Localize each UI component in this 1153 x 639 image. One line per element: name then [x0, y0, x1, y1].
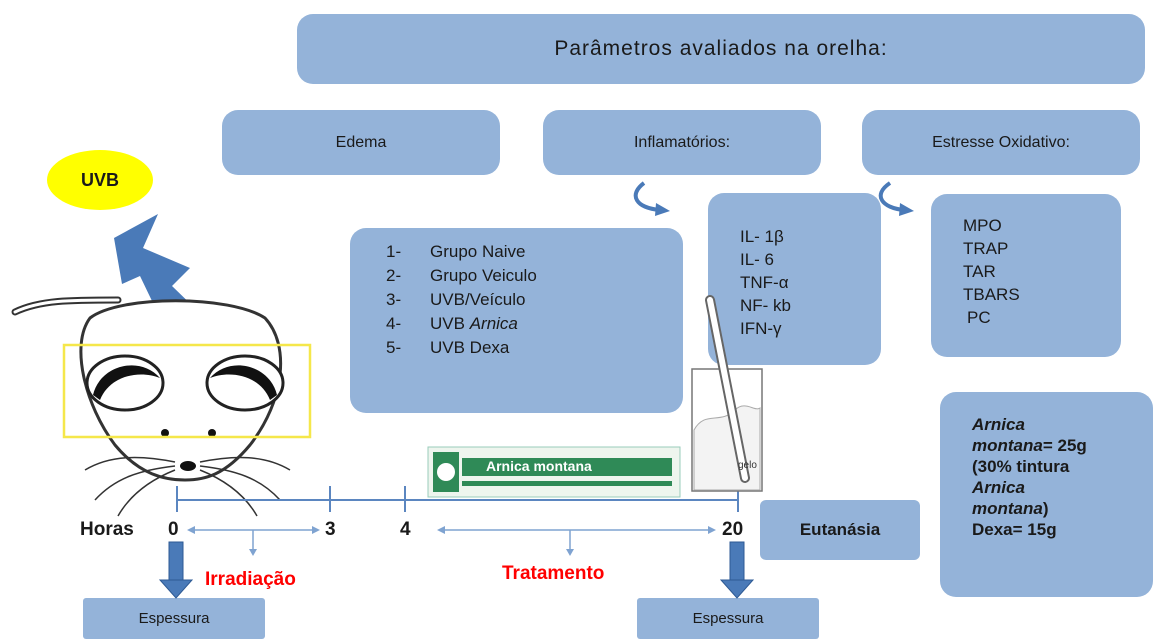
- timeline-tick-label-4: 4: [400, 519, 411, 540]
- espessura-label-left: Espessura: [138, 610, 210, 627]
- inflamatorios-label: Inflamatórios:: [633, 133, 731, 151]
- group-text: UVB Dexa: [430, 338, 510, 357]
- curved-arrow-icon-2: [878, 181, 905, 212]
- marker-trap: TRAP: [963, 239, 1009, 258]
- group-item: 5- UVB Dexa: [386, 336, 683, 360]
- lightning-bolt-icon: [114, 214, 233, 345]
- irradiacao-label: Irradiação: [205, 569, 296, 590]
- info-line4: Arnica: [972, 478, 1025, 497]
- page-title: Parâmetros avaliados na orelha:: [554, 37, 888, 60]
- estresse-label: Estresse Oxidativo:: [932, 133, 1070, 151]
- title-box: Parâmetros avaliados na orelha:: [297, 14, 1145, 84]
- gelo-label: gelo: [738, 460, 757, 471]
- groups-list: 1- Grupo Naive 2- Grupo Veiculo 3- UVB/Veícul…: [386, 240, 683, 360]
- oxidative-markers-box: MPO TRAP TAR TBARS PC: [931, 194, 1121, 357]
- marker-ifng: IFN-γ: [740, 319, 782, 338]
- timeline-tick-label-20: 20: [722, 519, 744, 540]
- espessura-label-right: Espessura: [692, 610, 764, 627]
- info-line5-italic: montana: [972, 499, 1043, 518]
- info-line5-rest: ): [1042, 499, 1049, 518]
- group-item: 2- Grupo Veiculo: [386, 264, 683, 288]
- beaker-icon: [691, 295, 763, 492]
- marker-tbars: TBARS: [963, 285, 1020, 304]
- group-item: 4- UVB Arnica: [386, 312, 683, 336]
- edema-box: Edema: [222, 110, 500, 175]
- marker-pc: PC: [967, 308, 991, 327]
- group-text: Grupo Veiculo: [430, 266, 537, 285]
- group-item: 1- Grupo Naive: [386, 240, 683, 264]
- down-arrow-icon-right: [719, 541, 755, 599]
- inflammatory-markers-box: IL- 1β IL- 6 TNF-α NF- kb IFN-γ: [708, 193, 881, 365]
- down-arrow-icon-left: [158, 541, 194, 599]
- marker-nfkb: NF- kb: [740, 296, 791, 315]
- marker-mpo: MPO: [963, 216, 1002, 235]
- info-line1: Arnica: [972, 415, 1025, 434]
- info-line3: (30% tintura: [972, 457, 1070, 476]
- group-item: 3- UVB/Veículo: [386, 288, 683, 312]
- groups-box: 1- Grupo Naive 2- Grupo Veiculo 3- UVB/Veícul…: [350, 228, 683, 413]
- group-number: 4-: [386, 314, 402, 333]
- eutanasia-box: Eutanásia: [760, 500, 920, 560]
- eutanasia-label: Eutanásia: [799, 520, 881, 539]
- group-number: 1-: [386, 242, 402, 261]
- timeline-tick-label-0: 0: [168, 519, 179, 540]
- mouse-eye-left: [161, 429, 169, 437]
- uvb-label: UVB: [80, 169, 119, 190]
- uvb-badge: UVB: [47, 150, 153, 210]
- marker-tar: TAR: [963, 262, 996, 281]
- group-text: Grupo Naive: [430, 242, 526, 261]
- mouse-whiskers: [84, 456, 291, 517]
- ear-region-box: [62, 343, 312, 439]
- espessura-box-right: Espessura: [637, 598, 819, 639]
- mouse-ear-right-icon: [205, 354, 285, 412]
- marker-il1b: IL- 1β: [740, 227, 784, 246]
- espessura-box-left: Espessura: [83, 598, 265, 639]
- group-text-italic: Arnica: [469, 314, 518, 333]
- group-text: UVB/Veículo: [430, 290, 526, 309]
- mouse-eye-right: [208, 429, 216, 437]
- timeline-label-horas: Horas: [80, 519, 134, 540]
- mouse-nose: [180, 461, 196, 471]
- treatment-info-box: Arnica montana= 25g (30% tintura Arnica …: [940, 392, 1153, 597]
- marker-tnfa: TNF-α: [740, 273, 789, 292]
- group-number: 3-: [386, 290, 402, 309]
- ointment-tube-icon: [427, 446, 681, 498]
- edema-label: Edema: [335, 133, 387, 151]
- timeline-tick-label-3: 3: [325, 519, 336, 540]
- info-line2-italic: montana: [972, 436, 1043, 455]
- mouse-ear-left-icon: [85, 354, 165, 412]
- info-line2-rest: = 25g: [1042, 436, 1087, 455]
- group-number: 2-: [386, 266, 402, 285]
- interval-arrow-4-20: [437, 526, 716, 556]
- interval-arrow-0-3: [187, 526, 320, 556]
- inflamatorios-box: Inflamatórios:: [543, 110, 821, 175]
- group-number: 5-: [386, 338, 402, 357]
- product-label: Arnica montana: [486, 458, 592, 474]
- group-text: UVB: [430, 314, 470, 333]
- info-line6: Dexa= 15g: [972, 520, 1057, 539]
- marker-il6: IL- 6: [740, 250, 775, 269]
- curved-arrow-icon-1: [633, 181, 661, 212]
- estresse-box: Estresse Oxidativo:: [862, 110, 1140, 175]
- tratamento-label: Tratamento: [502, 563, 605, 584]
